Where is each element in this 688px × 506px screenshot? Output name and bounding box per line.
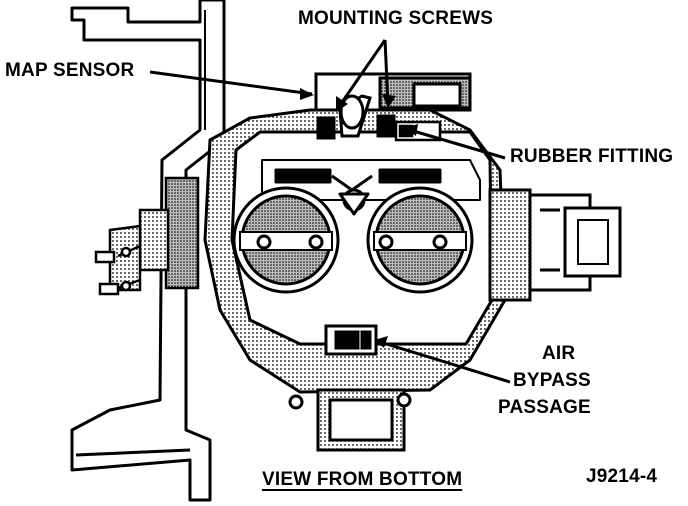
- figure-caption: VIEW FROM BOTTOM: [262, 469, 463, 490]
- throttle-bore-left: [232, 186, 340, 294]
- mounting-screws-label: MOUNTING SCREWS: [298, 8, 494, 29]
- left-connector: [94, 176, 200, 296]
- air-bypass-label-line3: PASSAGE: [498, 397, 591, 418]
- air-bypass-passage: [324, 324, 378, 356]
- air-bypass-label-line1: AIR: [542, 343, 576, 364]
- mounting-bracket: [70, 0, 226, 502]
- throttle-bore-right: [366, 186, 474, 294]
- air-bypass-label-line2: BYPASS: [513, 370, 591, 391]
- map-sensor-label: MAP SENSOR: [5, 60, 135, 81]
- arrow-heads: [300, 88, 418, 348]
- figure-id: J9214-4: [586, 466, 658, 487]
- leader-lines: [149, 39, 511, 384]
- right-connector: [488, 188, 622, 302]
- bottom-boss: [288, 388, 412, 452]
- rubber-fitting-label: RUBBER FITTING: [510, 146, 674, 167]
